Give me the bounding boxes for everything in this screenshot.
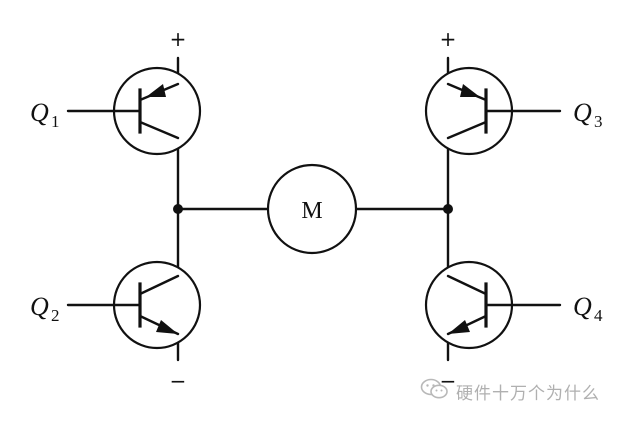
q4-label-sub: 4 bbox=[594, 306, 603, 325]
q2-label-letter: Q bbox=[30, 292, 49, 321]
q1-label-sub: 1 bbox=[51, 112, 60, 131]
q2-label: Q 2 bbox=[30, 292, 60, 325]
q1-label: Q 1 bbox=[30, 98, 60, 131]
right-junction-dot bbox=[443, 204, 453, 214]
supply-plus-right: + bbox=[440, 27, 457, 51]
q1-collector-lead bbox=[138, 120, 180, 140]
watermark-text: 硬件十万个为什么 bbox=[456, 383, 600, 404]
q3-label-sub: 3 bbox=[594, 112, 603, 131]
q2-emitter-arrow bbox=[156, 320, 178, 334]
q3-emitter-arrow bbox=[460, 84, 480, 97]
q4-collector-lead bbox=[446, 274, 488, 296]
q4-emitter-arrow bbox=[448, 320, 470, 334]
q4-label-letter: Q bbox=[573, 292, 592, 321]
q2-collector-lead bbox=[138, 274, 180, 296]
transistor-q1 bbox=[66, 66, 202, 156]
q1-label-letter: Q bbox=[30, 98, 49, 127]
supply-plus-left: + bbox=[170, 27, 187, 51]
transistor-q3 bbox=[424, 66, 562, 156]
q3-label-letter: Q bbox=[573, 98, 592, 127]
q4-label: Q 4 bbox=[573, 292, 603, 325]
watermark: 硬件十万个为什么 bbox=[420, 378, 600, 404]
q2-label-sub: 2 bbox=[51, 306, 60, 325]
q3-label: Q 3 bbox=[573, 98, 603, 131]
transistor-q4 bbox=[424, 260, 562, 350]
left-junction-dot bbox=[173, 204, 183, 214]
motor-label: M bbox=[301, 198, 322, 224]
wechat-icon bbox=[420, 377, 450, 406]
motor-circle bbox=[266, 163, 358, 255]
supply-minus-left: − bbox=[170, 369, 187, 393]
q3-collector-lead bbox=[446, 120, 488, 140]
transistor-q2 bbox=[66, 260, 202, 350]
q1-emitter-arrow bbox=[146, 84, 166, 97]
motor: M bbox=[266, 163, 358, 255]
